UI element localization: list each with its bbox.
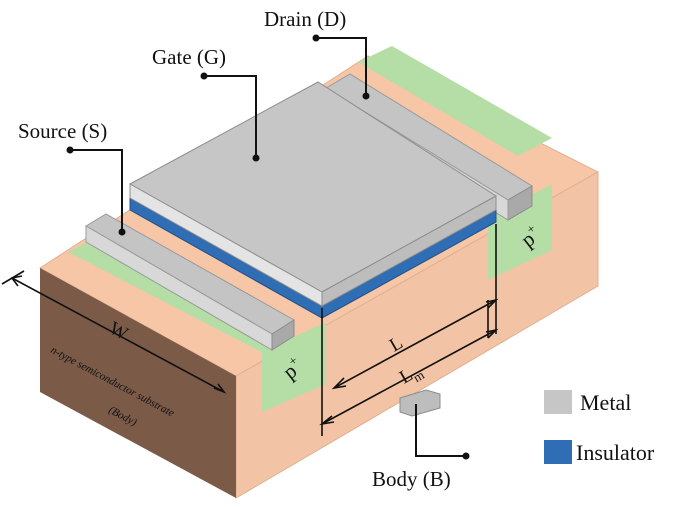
length-dimensions <box>319 224 499 436</box>
legend-metal-label: Metal <box>580 390 631 415</box>
legend-metal-swatch <box>544 390 572 414</box>
leader-lines <box>70 37 466 457</box>
gate-label: Gate (G) <box>152 45 226 69</box>
p-region-right-front <box>488 184 552 280</box>
legend-insulator-swatch <box>544 440 572 464</box>
leader-dots <box>66 34 470 460</box>
body-label: Body (B) <box>372 467 451 491</box>
gate-right-face <box>321 195 497 307</box>
p-region-right-top <box>358 46 552 156</box>
source-label: Source (S) <box>18 119 107 143</box>
legend-insulator-label: Insulator <box>576 440 655 465</box>
body-contact <box>399 389 441 417</box>
substrate-left-face <box>40 268 236 498</box>
drain-label: Drain (D) <box>264 7 346 31</box>
source-bar-side <box>271 319 295 351</box>
width-dimension <box>1 270 227 394</box>
legend: Metal Insulator <box>544 390 655 465</box>
